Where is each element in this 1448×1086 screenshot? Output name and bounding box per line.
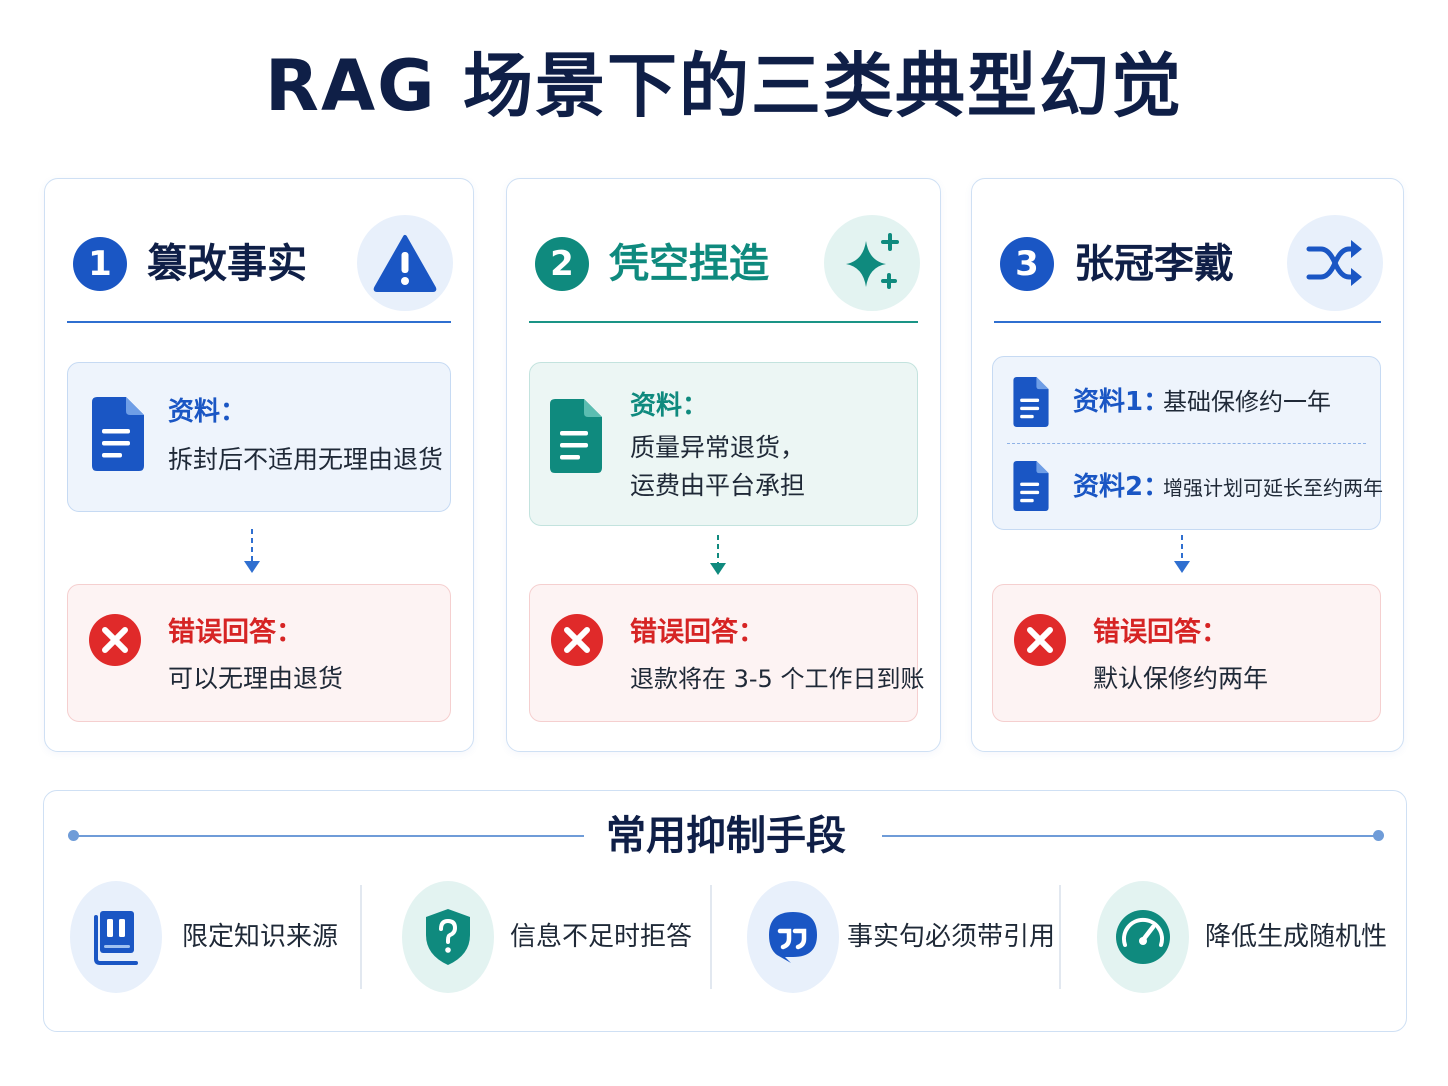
shuffle-icon — [1287, 215, 1383, 311]
document-icon — [92, 397, 144, 471]
source-2-text: 增强计划可延长至约两年 — [1163, 476, 1383, 500]
divider — [360, 885, 362, 989]
source-text-line-2: 运费由平台承担 — [630, 471, 806, 500]
error-text: 默认保修约两年 — [1093, 664, 1269, 693]
page-title: RAG 场景下的三类典型幻觉 — [265, 45, 1183, 127]
source-1-text: 基础保修约一年 — [1163, 388, 1331, 416]
mitigation-label: 降低生成随机性 — [1205, 922, 1388, 952]
mitigation-item: 事实句必须带引用 — [747, 881, 1067, 993]
mitigation-label: 事实句必须带引用 — [847, 922, 1056, 952]
number-badge: 3 — [1000, 237, 1054, 291]
source-1-label: 资料1： — [1073, 387, 1170, 417]
quote-bubble-icon — [747, 881, 839, 993]
error-label: 错误回答： — [1093, 617, 1228, 648]
arrow-down-icon — [1174, 535, 1190, 573]
mitigation-title: 常用抑制手段 — [606, 813, 846, 859]
card-misattribution: 3 张冠李戴 资料1： 基础保修约一年 资料2 — [971, 178, 1404, 752]
card-fabrication: 2 凭空捏造 资料： 质量异常退货， 运费由平台承担 错误回答： — [506, 178, 941, 752]
source-text: 拆封后不适用无理由退货 — [168, 445, 444, 474]
error-x-icon — [551, 614, 603, 666]
source-text-line-1: 质量异常退货， — [630, 433, 806, 462]
card-header: 1 篡改事实 — [67, 197, 453, 323]
document-icon — [1013, 377, 1049, 427]
source-label: 资料： — [630, 391, 709, 421]
document-icon — [1013, 461, 1049, 511]
sparkle-icon — [824, 215, 920, 311]
source-box: 资料1： 基础保修约一年 资料2： 增强计划可延长至约两年 — [992, 356, 1383, 530]
mitigation-label: 信息不足时拒答 — [510, 922, 693, 952]
divider — [1059, 885, 1061, 989]
source-2-label: 资料2： — [1073, 472, 1170, 502]
source-box: 资料： 质量异常退货， 运费由平台承担 — [529, 362, 918, 526]
mitigation-panel: 常用抑制手段 限定知识来源 信息不足时拒答 — [43, 790, 1407, 1032]
card-title: 张冠李戴 — [1074, 241, 1234, 287]
gauge-icon — [1097, 881, 1189, 993]
error-x-icon — [1014, 614, 1066, 666]
error-text: 可以无理由退货 — [168, 664, 344, 693]
title-rule-left — [74, 835, 584, 837]
divider — [1007, 443, 1366, 444]
card-tamper-facts: 1 篡改事实 资料： 拆封后不适用无理由退货 错误回答： 可以无 — [44, 178, 474, 752]
line-dot — [1373, 830, 1384, 841]
shield-question-icon — [402, 881, 494, 993]
document-icon — [550, 399, 602, 473]
source-box: 资料： 拆封后不适用无理由退货 — [67, 362, 451, 512]
book-icon — [70, 881, 162, 993]
mitigation-item: 限定知识来源 — [70, 881, 370, 993]
error-label: 错误回答： — [630, 617, 765, 648]
line-dot — [68, 830, 79, 841]
arrow-down-icon — [244, 529, 260, 573]
mitigation-item: 信息不足时拒答 — [402, 881, 712, 993]
error-answer-box: 错误回答： 默认保修约两年 — [992, 584, 1381, 722]
number-badge: 2 — [535, 237, 589, 291]
card-title: 篡改事实 — [147, 241, 307, 287]
error-text: 退款将在 3-5 个工作日到账 — [630, 665, 925, 693]
mitigation-item: 降低生成随机性 — [1097, 881, 1397, 993]
error-x-icon — [89, 614, 141, 666]
card-title: 凭空捏造 — [609, 241, 769, 287]
source-label: 资料： — [168, 397, 247, 427]
card-header: 3 张冠李戴 — [994, 197, 1383, 323]
card-header: 2 凭空捏造 — [529, 197, 920, 323]
divider — [710, 885, 712, 989]
arrow-down-icon — [710, 535, 726, 575]
title-rule-right — [882, 835, 1378, 837]
mitigation-label: 限定知识来源 — [182, 922, 339, 952]
error-answer-box: 错误回答： 退款将在 3-5 个工作日到账 — [529, 584, 924, 722]
error-answer-box: 错误回答： 可以无理由退货 — [67, 584, 451, 722]
error-label: 错误回答： — [168, 617, 303, 648]
number-badge: 1 — [73, 237, 127, 291]
warning-icon — [357, 215, 453, 311]
